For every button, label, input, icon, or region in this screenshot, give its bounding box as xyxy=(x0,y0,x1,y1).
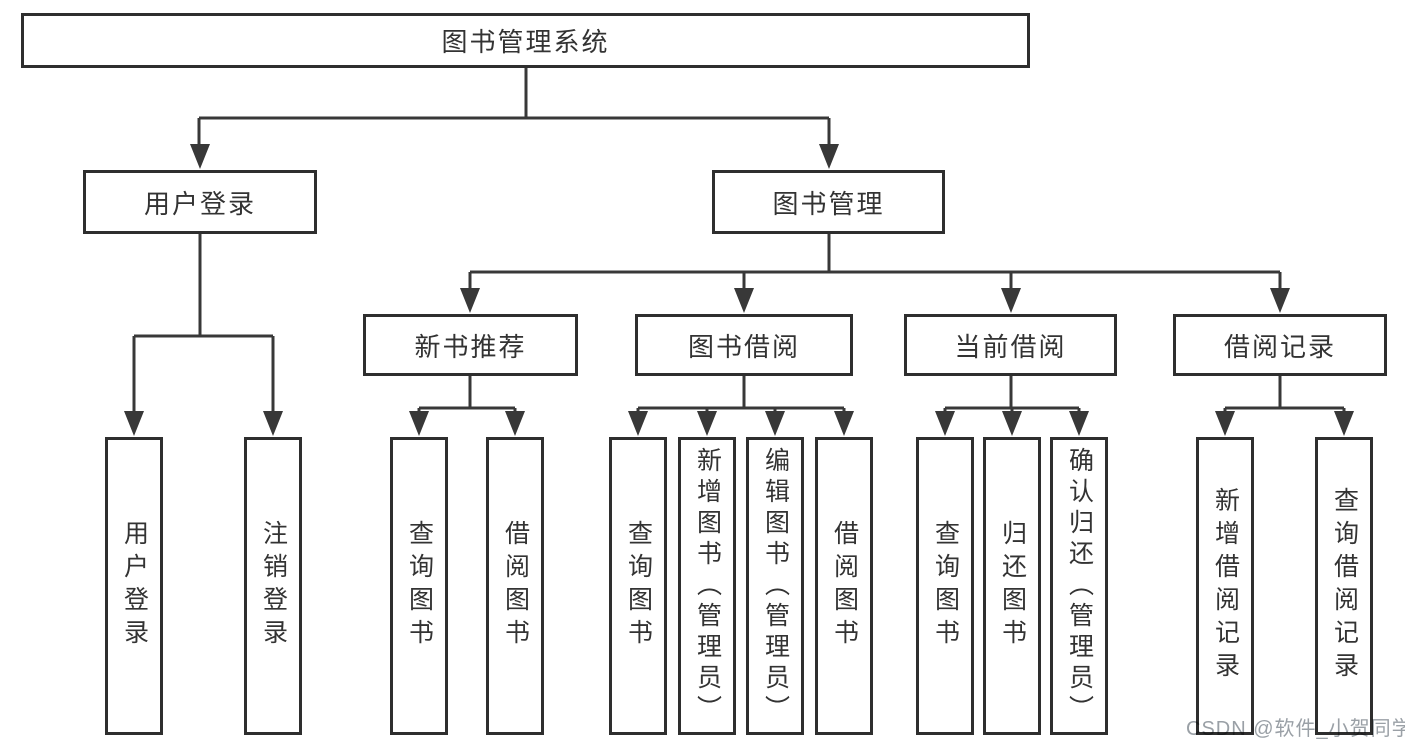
leaf-query-borrow-record: 查询借阅记录 xyxy=(1315,437,1373,735)
leaf-label: 新增图书（管理员） xyxy=(693,446,722,726)
node-book-borrowing: 图书借阅 xyxy=(635,314,853,376)
leaf-label: 查询图书 xyxy=(405,520,434,652)
leaf-confirm-return-admin: 确认归还（管理员） xyxy=(1050,437,1108,735)
leaf-label: 查询图书 xyxy=(931,520,960,652)
csdn-watermark: CSDN @软件_小贺同学 xyxy=(1186,718,1405,740)
leaf-return-book: 归还图书 xyxy=(983,437,1041,735)
node-user-login: 用户登录 xyxy=(83,170,317,234)
leaf-label: 用户登录 xyxy=(120,520,149,652)
leaf-label: 借阅图书 xyxy=(830,520,859,652)
leaf-query-book-recommend: 查询图书 xyxy=(390,437,448,735)
node-borrowing-records: 借阅记录 xyxy=(1173,314,1387,376)
node-current-borrowing: 当前借阅 xyxy=(904,314,1117,376)
leaf-query-book-current: 查询图书 xyxy=(916,437,974,735)
node-label: 新书推荐 xyxy=(414,331,527,362)
leaf-user-login: 用户登录 xyxy=(105,437,163,735)
leaf-label: 编辑图书（管理员） xyxy=(761,446,790,726)
node-label: 当前借阅 xyxy=(954,331,1067,362)
node-label: 图书借阅 xyxy=(687,331,800,362)
node-new-book-recommendation: 新书推荐 xyxy=(363,314,578,376)
leaf-borrow-book-recommend: 借阅图书 xyxy=(486,437,544,735)
leaf-logout: 注销登录 xyxy=(244,437,302,735)
leaf-label: 查询图书 xyxy=(624,520,653,652)
node-label: 图书管理 xyxy=(772,188,885,219)
node-library-system-root: 图书管理系统 xyxy=(21,13,1030,68)
node-label: 图书管理系统 xyxy=(441,27,610,57)
leaf-borrow-book: 借阅图书 xyxy=(815,437,873,735)
leaf-add-borrow-record: 新增借阅记录 xyxy=(1196,437,1254,735)
leaf-label: 新增借阅记录 xyxy=(1211,487,1240,685)
leaf-query-book-borrowing: 查询图书 xyxy=(609,437,667,735)
leaf-label: 查询借阅记录 xyxy=(1330,487,1359,685)
leaf-label: 归还图书 xyxy=(998,520,1027,652)
leaf-add-book-admin: 新增图书（管理员） xyxy=(678,437,736,735)
node-label: 用户登录 xyxy=(143,188,256,219)
node-book-management: 图书管理 xyxy=(712,170,945,234)
leaf-label: 注销登录 xyxy=(259,520,288,652)
leaf-edit-book-admin: 编辑图书（管理员） xyxy=(746,437,804,735)
node-label: 借阅记录 xyxy=(1223,331,1336,362)
leaf-label: 确认归还（管理员） xyxy=(1065,446,1094,726)
leaf-label: 借阅图书 xyxy=(501,520,530,652)
